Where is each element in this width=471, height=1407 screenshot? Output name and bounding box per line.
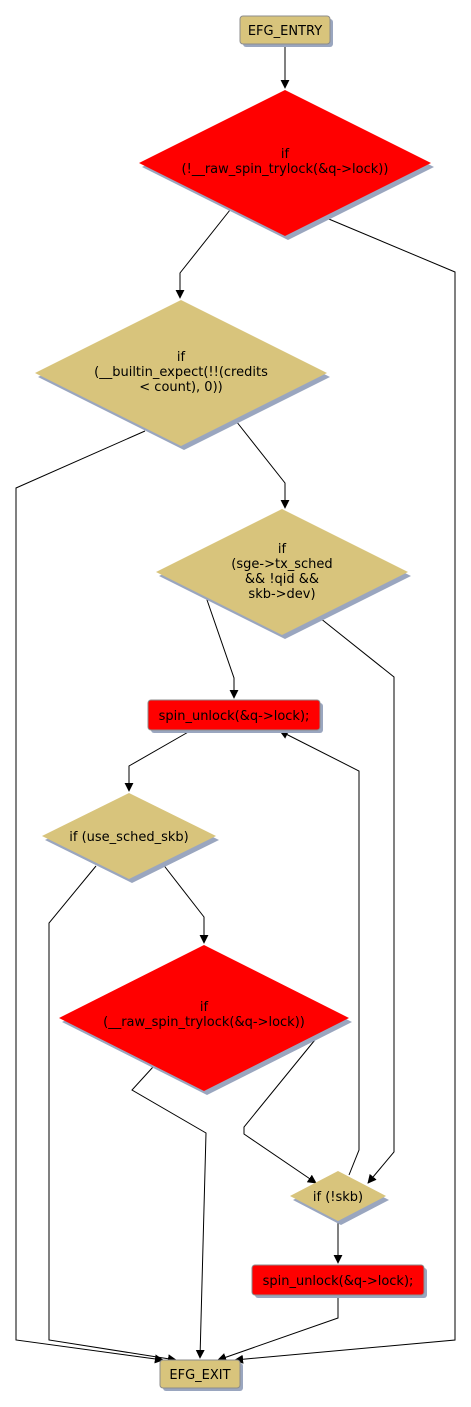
edge-credits-check-to-tx-sched-check xyxy=(235,420,290,509)
node-label-line: EFG_ENTRY xyxy=(248,24,322,39)
node-label-line: (!__raw_spin_trylock(&q->lock)) xyxy=(182,162,389,177)
node-tx-sched-check: if(sge->tx_sched&& !qid &&skb->dev) xyxy=(156,509,411,639)
node-entry: EFG_ENTRY xyxy=(239,15,333,47)
node-diamond xyxy=(59,945,349,1091)
node-label-line: (__raw_spin_trylock(&q->lock)) xyxy=(103,1015,305,1030)
node-label-line: if (use_sched_skb) xyxy=(69,830,188,845)
edge-trylock-outer-to-credits-check xyxy=(175,209,231,299)
edge-trylock-outer-to-exit xyxy=(234,216,456,1364)
edges-layer xyxy=(15,44,456,1364)
node-credits-check: if(__builtin_expect(!!(credits< count), … xyxy=(35,300,330,450)
edge-unlock-2-to-exit xyxy=(217,1296,339,1362)
node-label-line: if xyxy=(177,350,186,365)
node-label-line: && !qid && xyxy=(245,572,319,587)
node-label-line: (sge->tx_sched xyxy=(231,557,332,572)
node-unlock-2: spin_unlock(&q->lock); xyxy=(251,1264,427,1298)
node-label-line: if xyxy=(281,147,290,162)
node-diamond xyxy=(42,793,216,879)
node-label-line: if xyxy=(200,1000,209,1015)
edge-tx-sched-check-to-not-skb xyxy=(319,617,395,1184)
nodes-layer: EFG_ENTRYif(!__raw_spin_trylock(&q->lock… xyxy=(35,15,434,1391)
node-box xyxy=(251,1264,425,1296)
node-label-line: (__builtin_expect(!!(credits xyxy=(94,365,268,380)
edge-use-sched-skb-to-trylock-inner xyxy=(161,862,209,944)
node-diamond xyxy=(290,1171,386,1221)
node-not-skb: if (!skb) xyxy=(290,1171,389,1225)
node-label-line: if (!skb) xyxy=(313,1190,363,1205)
node-label-line: if xyxy=(278,542,287,557)
node-label-line: skb->dev) xyxy=(248,587,315,602)
edge-trylock-inner-to-exit xyxy=(131,1066,207,1359)
edge-use-sched-skb-to-exit xyxy=(48,865,177,1364)
node-use-sched-skb: if (use_sched_skb) xyxy=(42,793,219,883)
edge-tx-sched-check-to-unlock-1 xyxy=(205,596,239,699)
node-diamond xyxy=(139,90,431,236)
node-label-line: spin_unlock(&q->lock); xyxy=(263,1274,414,1289)
node-label-line: < count), 0)) xyxy=(139,380,222,395)
edge-unlock-1-to-use-sched-skb xyxy=(124,730,191,792)
node-diamond xyxy=(156,509,408,635)
edge-trylock-inner-to-not-skb xyxy=(243,1029,324,1184)
node-box xyxy=(147,699,321,731)
node-box xyxy=(159,1359,241,1389)
edge-credits-check-to-exit xyxy=(15,430,164,1364)
node-box xyxy=(239,15,331,45)
node-trylock-outer: if(!__raw_spin_trylock(&q->lock)) xyxy=(139,90,434,240)
node-diamond xyxy=(35,300,327,446)
node-trylock-inner: if(__raw_spin_trylock(&q->lock)) xyxy=(59,945,352,1095)
node-label-line: EFG_EXIT xyxy=(169,1368,230,1383)
node-exit: EFG_EXIT xyxy=(159,1359,243,1391)
edge-not-skb-to-unlock-1 xyxy=(279,730,360,1176)
node-label-line: spin_unlock(&q->lock); xyxy=(159,709,310,724)
node-unlock-1: spin_unlock(&q->lock); xyxy=(147,699,323,733)
